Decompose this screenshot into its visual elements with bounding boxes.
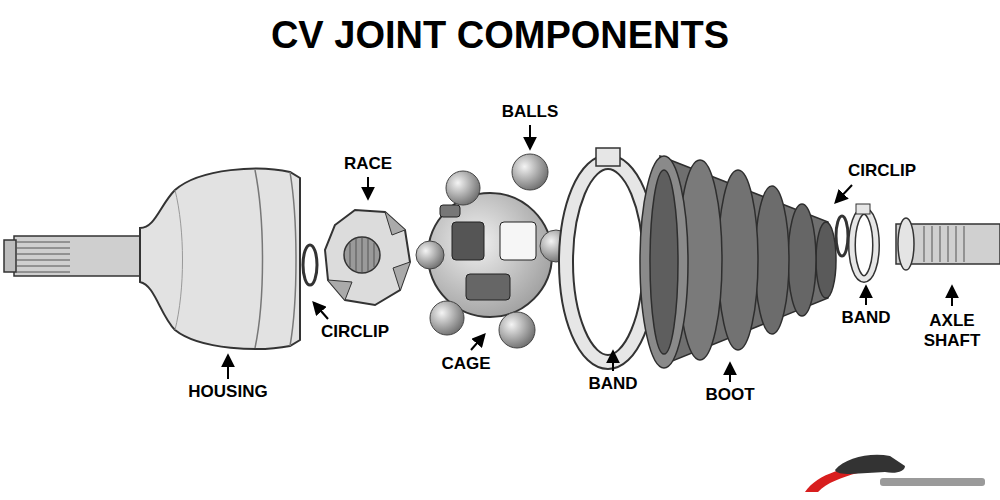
band-tab bbox=[596, 148, 620, 166]
race-groove bbox=[385, 212, 405, 235]
part-label: BAND bbox=[586, 374, 639, 394]
cage bbox=[428, 193, 552, 317]
boot-fold bbox=[788, 204, 816, 316]
cage-window bbox=[452, 222, 484, 260]
cage-body bbox=[428, 193, 552, 317]
ball bbox=[430, 301, 464, 335]
boot-opening bbox=[650, 170, 678, 354]
part-label: CAGE bbox=[439, 354, 492, 374]
band-ring bbox=[852, 211, 876, 279]
axle-shaft bbox=[896, 218, 1000, 270]
leader-arrow bbox=[471, 335, 484, 350]
part-label: CIRCLIP bbox=[846, 161, 918, 181]
part-label: RACE bbox=[342, 154, 394, 174]
band-tab bbox=[856, 204, 870, 214]
inner-race bbox=[325, 210, 410, 305]
leader-arrows bbox=[228, 125, 952, 382]
band-ring bbox=[566, 162, 650, 362]
part-label: BALLS bbox=[500, 102, 561, 122]
part-label: CIRCLIP bbox=[319, 322, 391, 342]
stub-shaft bbox=[4, 236, 144, 276]
part-label: AXLE SHAFT bbox=[913, 311, 991, 351]
part-label: BAND bbox=[839, 308, 892, 328]
logo-bar bbox=[880, 478, 985, 486]
balls bbox=[416, 154, 572, 348]
boot-fold bbox=[718, 170, 758, 350]
diagram-title: CV JOINT COMPONENTS bbox=[0, 14, 1000, 57]
leader-arrow bbox=[367, 177, 369, 198]
cage-window bbox=[440, 205, 460, 217]
cage-window bbox=[500, 222, 536, 260]
shaft-splines bbox=[16, 242, 70, 272]
leader-arrow bbox=[951, 287, 953, 306]
leader-arrow bbox=[865, 287, 867, 305]
shaft-body bbox=[14, 236, 144, 276]
boot-band-large bbox=[566, 148, 650, 362]
race-bore-splines bbox=[350, 238, 374, 272]
housing-edge bbox=[255, 170, 263, 348]
housing-bell bbox=[140, 169, 300, 349]
housing-edge bbox=[175, 190, 183, 330]
race-groove bbox=[328, 280, 352, 300]
leader-arrow bbox=[529, 125, 531, 148]
race-groove bbox=[393, 262, 410, 290]
logo-mark bbox=[805, 455, 985, 492]
housing-shape bbox=[140, 169, 300, 349]
boot bbox=[640, 156, 836, 368]
leader-arrow bbox=[612, 352, 614, 371]
circlip-ring bbox=[836, 216, 848, 256]
race-body bbox=[325, 210, 410, 305]
axle-washer bbox=[898, 218, 914, 270]
boot-band-small bbox=[852, 204, 876, 279]
boot-fold bbox=[640, 156, 688, 368]
boot-fold bbox=[755, 186, 789, 334]
band-ring bbox=[566, 162, 650, 362]
part-label: HOUSING bbox=[186, 382, 269, 402]
part-label: BOOT bbox=[703, 385, 756, 405]
band-ring bbox=[852, 211, 876, 279]
race-bore bbox=[344, 237, 380, 273]
boot-fold bbox=[816, 222, 836, 298]
ball bbox=[446, 171, 480, 205]
leader-arrow bbox=[836, 185, 852, 202]
logo-car bbox=[835, 455, 905, 474]
ball bbox=[499, 312, 535, 348]
housing-edge bbox=[290, 172, 296, 346]
circlip-ring bbox=[303, 245, 317, 285]
ball bbox=[512, 154, 548, 190]
leader-arrow bbox=[227, 356, 229, 379]
cage-window bbox=[466, 274, 510, 300]
axle-splines bbox=[924, 226, 964, 262]
ball bbox=[416, 241, 444, 269]
leader-arrow bbox=[729, 364, 731, 382]
leader-arrow bbox=[314, 303, 328, 319]
shaft-end bbox=[4, 240, 16, 272]
